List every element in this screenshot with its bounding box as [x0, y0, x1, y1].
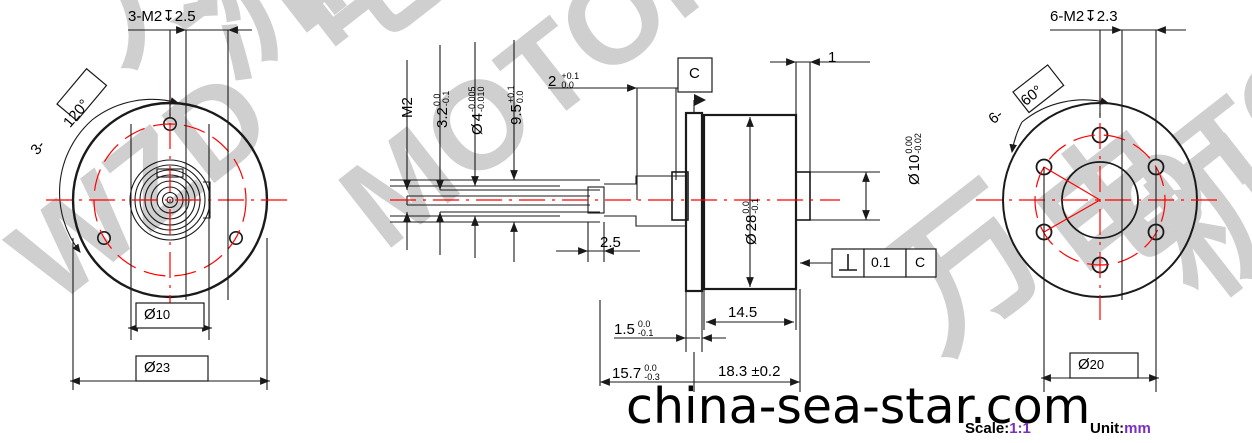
- rear-thread-callout: 6-M2↧2.3: [1050, 8, 1118, 25]
- front-od-dim: Ø23: [144, 359, 171, 376]
- section-dim-body-length: 14.5: [728, 304, 758, 321]
- front-thread-callout: 3-M2↧2.5: [128, 8, 196, 25]
- section-dim-flat-length: 2.5: [600, 234, 621, 251]
- section-dim-overall-length: 18.3 ±0.2: [718, 363, 781, 380]
- datum-c-label: C: [689, 65, 700, 82]
- front-bolt-circle-dim: Ø10: [144, 306, 171, 323]
- unit-value: mm: [1124, 420, 1151, 437]
- unit-label: Unit:mm: [1090, 420, 1151, 437]
- gdt-tolerance-value: 0.1: [871, 254, 891, 270]
- rear-bolt-circle-dim: Ø20: [1078, 356, 1105, 373]
- site-watermark: china-sea-star.com: [626, 378, 1091, 435]
- scale-label: Scale:1:1: [965, 420, 1031, 437]
- gdt-datum-ref: C: [915, 254, 926, 270]
- section-dim-flange-thickness: 1: [828, 49, 837, 66]
- scale-value: 1:1: [1009, 420, 1031, 437]
- section-dim-m2: M2: [399, 97, 416, 118]
